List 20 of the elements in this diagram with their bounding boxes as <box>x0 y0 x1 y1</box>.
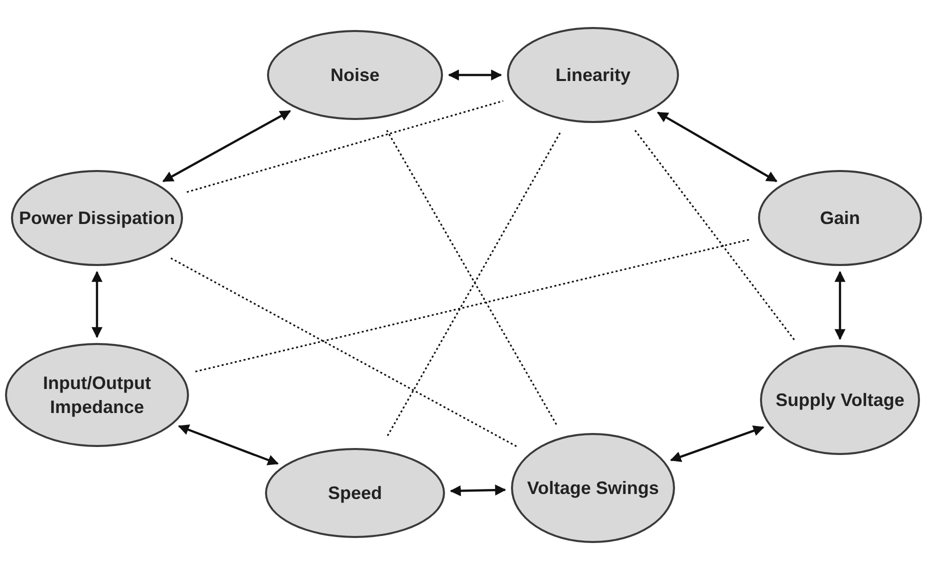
dotted-line <box>170 258 518 448</box>
dotted-line <box>186 100 504 193</box>
double-arrow <box>448 70 502 80</box>
double-arrow <box>162 110 292 182</box>
dotted-line <box>634 130 796 341</box>
node-label: Linearity <box>555 64 631 87</box>
node-label: Supply Voltage <box>776 388 904 412</box>
double-arrow <box>178 424 279 466</box>
node-label: Voltage Swings <box>527 476 659 500</box>
node-label: Speed <box>328 482 382 505</box>
dotted-line <box>195 238 751 372</box>
double-arrow <box>670 425 764 462</box>
double-arrow <box>450 484 506 496</box>
double-arrow <box>834 270 846 340</box>
double-arrow <box>656 112 778 182</box>
double-arrow <box>92 270 102 338</box>
node-label: Gain <box>820 206 860 230</box>
node-label: Power Dissipation <box>18 206 176 230</box>
node-label: Input/Output Impedance <box>42 372 152 419</box>
node-label: Noise <box>330 64 380 87</box>
